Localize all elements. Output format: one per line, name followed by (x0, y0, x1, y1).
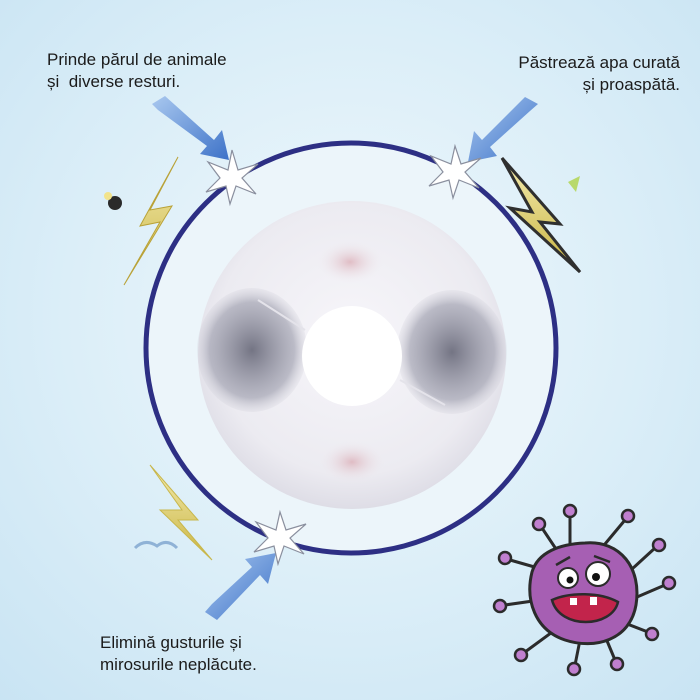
caption-line: și diverse resturi. (47, 71, 267, 93)
filter-disc-icon (197, 201, 507, 509)
caption-line: Prinde părul de animale (47, 49, 267, 71)
caption-line: Elimină gusturile și (100, 632, 300, 654)
arrow-icon (468, 97, 538, 162)
caption-hair-trap: Prinde părul de animale și diverse restu… (47, 49, 267, 93)
caption-line: mirosurile neplăcute. (100, 654, 300, 676)
carbon-pad-left (197, 288, 307, 412)
carbon-pad-right (397, 290, 507, 414)
arrow-icon (205, 553, 276, 620)
center-hole (302, 306, 402, 406)
germ-icon (494, 505, 675, 675)
caption-odor-removal: Elimină gusturile și mirosurile neplăcut… (100, 632, 300, 676)
caption-line: și proaspătă. (460, 74, 680, 96)
arrow-icon (152, 96, 229, 160)
caption-line: Păstrează apa curată (460, 52, 680, 74)
caption-fresh-water: Păstrează apa curată și proaspătă. (460, 52, 680, 96)
